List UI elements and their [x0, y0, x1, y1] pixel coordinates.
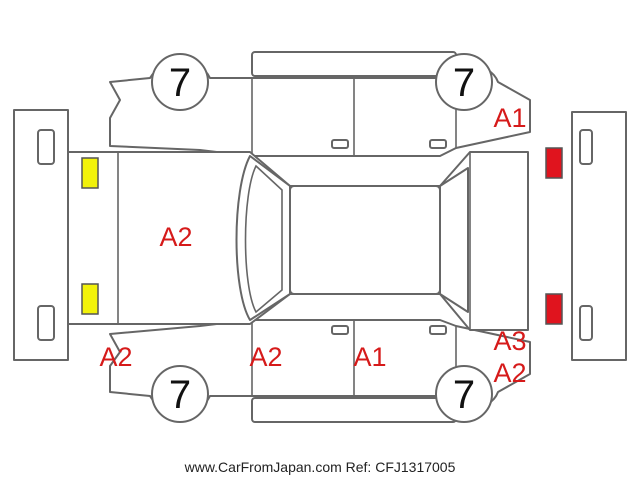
damage-mark-rear-door: A1	[353, 342, 386, 372]
tire-tread-value: 7	[453, 373, 475, 417]
damage-mark-hood: A2	[159, 222, 192, 252]
tire-rear-right: 7	[435, 365, 493, 423]
damage-mark-rear-quarter-bottom: A2	[493, 358, 526, 388]
headlight-bottom	[81, 283, 99, 315]
tire-rear-left: 7	[435, 53, 493, 111]
damage-mark-rear-door-right: A1	[493, 103, 526, 133]
damage-mark-front-bumper: A2	[99, 342, 132, 372]
rear-bumper	[571, 111, 627, 361]
damage-mark-rear-quarter-top: A3	[493, 326, 526, 356]
front-bumper	[13, 109, 69, 361]
tire-tread-value: 7	[169, 373, 191, 417]
roof-rail-bottom	[251, 397, 457, 423]
source-watermark: www.CarFromJapan.com Ref: CFJ1317005	[184, 459, 456, 475]
tire-tread-value: 7	[453, 61, 475, 105]
tire-front-right: 7	[151, 365, 209, 423]
tire-front-left: 7	[151, 53, 209, 111]
tire-tread-value: 7	[169, 61, 191, 105]
headlight-top	[81, 157, 99, 189]
damage-mark-front-door: A2	[249, 342, 282, 372]
taillight-top	[545, 147, 563, 179]
roof-rail-top	[251, 51, 457, 77]
car-body-top-view	[67, 151, 529, 331]
taillight-bottom	[545, 293, 563, 325]
